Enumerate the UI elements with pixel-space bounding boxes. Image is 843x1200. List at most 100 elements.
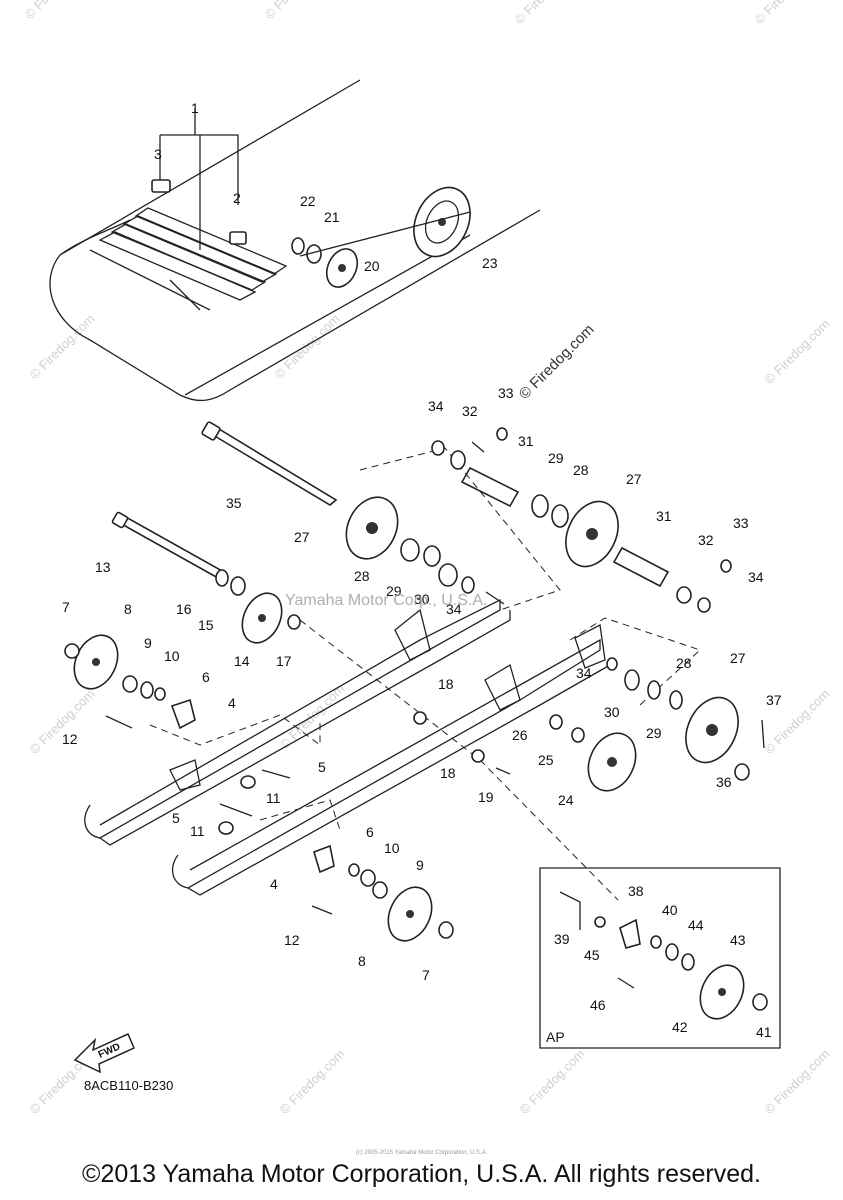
callout-8-a: 8 (124, 601, 132, 617)
slide-clip-2 (229, 231, 247, 245)
watermark-2: © Firedog.com (262, 0, 333, 22)
callout-17: 17 (276, 653, 292, 669)
diagram-code: 8ACB110-B230 (84, 1078, 173, 1093)
slide-clip-3 (151, 179, 171, 193)
callout-1: 1 (191, 100, 199, 116)
wheels (73, 496, 745, 1020)
callout-15: 15 (198, 617, 214, 633)
ap-label: AP (546, 1029, 565, 1045)
callout-18-b: 18 (440, 765, 456, 781)
callout-36: 36 (716, 774, 732, 790)
overlay-text: Yamaha Motor Corp., U.S.A. (285, 592, 487, 609)
callout-39: 39 (554, 931, 570, 947)
watermark-3: © Firedog.com (512, 0, 583, 27)
wheel-8-b (387, 886, 433, 942)
callout-31-b: 31 (656, 508, 672, 524)
callout-10-a: 10 (164, 648, 180, 664)
callout-22: 22 (300, 193, 316, 209)
tiny-copyright: (c) 2005-2015 Yamaha Motor Corporation, … (355, 1150, 488, 1156)
watermark-4: © Firedog.com (752, 0, 823, 27)
watermark-6: © Firedog.com (272, 311, 343, 382)
callout-24: 24 (558, 792, 574, 808)
callout-21: 21 (324, 209, 340, 225)
fwd-arrow-icon: FWD (73, 1032, 135, 1074)
callout-26: 26 (512, 727, 528, 743)
callout-2: 2 (233, 190, 241, 206)
callout-44: 44 (688, 917, 704, 933)
callout-7-b: 7 (422, 967, 430, 983)
slide-rails (84, 598, 611, 896)
small-parts (64, 427, 768, 1011)
track-assembly (49, 79, 541, 402)
wheel-24 (587, 732, 637, 792)
callout-30-a: 30 (414, 591, 430, 607)
callout-18-a: 18 (438, 676, 454, 692)
callout-7-a: 7 (62, 599, 70, 615)
watermark-7: © Firedog.com (516, 321, 598, 403)
callout-32-b: 32 (698, 532, 714, 548)
callout-11-b: 11 (190, 823, 205, 839)
callout-12-b: 12 (284, 932, 300, 948)
watermark-15: © Firedog.com (762, 1046, 833, 1117)
wheel-42 (699, 964, 745, 1020)
callout-10-b: 10 (384, 840, 400, 856)
callout-30-b: 30 (604, 704, 620, 720)
callout-37: 37 (766, 692, 782, 708)
ap-box (539, 867, 781, 1049)
callout-34-b: 34 (446, 601, 462, 617)
callout-33-a: 33 (498, 385, 514, 401)
wheel-8-a (73, 634, 119, 690)
callout-8-b: 8 (358, 953, 366, 969)
callout-45: 45 (584, 947, 600, 963)
idler-parts-top (291, 186, 471, 288)
footer-copyright: ©2013 Yamaha Motor Corporation, U.S.A. A… (82, 1160, 761, 1188)
callout-25: 25 (538, 752, 554, 768)
callout-3: 3 (154, 146, 162, 162)
callout-29-a: 29 (548, 450, 564, 466)
callout-29-c: 29 (646, 725, 662, 741)
wheel-27-b (565, 500, 619, 568)
callout-38: 38 (628, 883, 644, 899)
callout-35: 35 (226, 495, 242, 511)
callout-20: 20 (364, 258, 380, 274)
callout-23: 23 (482, 255, 498, 271)
wheel-27-a (345, 496, 399, 560)
callout-4-b: 4 (270, 876, 278, 892)
callout-27-b: 27 (294, 529, 310, 545)
callout-14: 14 (234, 653, 250, 669)
wheel-27-c (685, 696, 739, 764)
callout-32-a: 32 (462, 403, 478, 419)
callout-42: 42 (672, 1019, 688, 1035)
callout-27-c: 27 (730, 650, 746, 666)
callout-11-a: 11 (266, 790, 281, 806)
callout-34-c: 34 (748, 569, 764, 585)
callout-16: 16 (176, 601, 192, 617)
callout-4-a: 4 (228, 695, 236, 711)
callout-34-d: 34 (576, 665, 592, 681)
callout-9-b: 9 (416, 857, 424, 873)
callout-6-a: 6 (202, 669, 210, 685)
callout-28-c: 28 (676, 655, 692, 671)
watermark-5: © Firedog.com (27, 311, 98, 382)
callout-31-a: 31 (518, 433, 534, 449)
watermark-1: © Firedog.com (22, 0, 93, 22)
callout-5-a: 5 (318, 759, 326, 775)
callout-34-a: 34 (428, 398, 444, 414)
callout-12-a: 12 (62, 731, 78, 747)
shafts (111, 421, 670, 588)
watermark-13: © Firedog.com (277, 1046, 348, 1117)
watermark-14: © Firedog.com (517, 1046, 588, 1117)
callout-13: 13 (95, 559, 111, 575)
callout-28-a: 28 (573, 462, 589, 478)
callout-40: 40 (662, 902, 678, 918)
watermark-8: © Firedog.com (762, 316, 833, 387)
callout-33-b: 33 (733, 515, 749, 531)
wheel-14 (241, 592, 283, 644)
callout-46: 46 (590, 997, 606, 1013)
callout-43: 43 (730, 932, 746, 948)
callout-9-a: 9 (144, 635, 152, 651)
callout-29-b: 29 (386, 583, 402, 599)
callout-5-b: 5 (172, 810, 180, 826)
callout-19: 19 (478, 789, 494, 805)
